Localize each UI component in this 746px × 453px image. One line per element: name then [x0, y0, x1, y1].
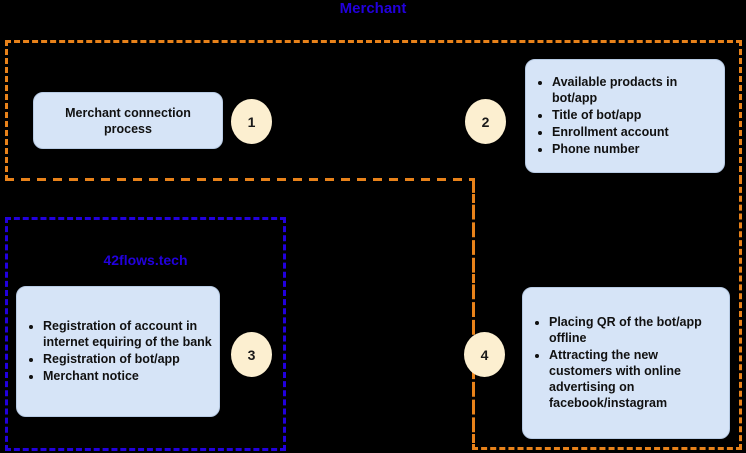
merchant-lane-region-left-edge: [472, 178, 475, 450]
list-item: Merchant notice: [43, 368, 213, 384]
flows-lane-region: [5, 217, 286, 451]
registration-box[interactable]: Registration of account in internet equi…: [16, 286, 220, 417]
box-2-list: Available prodacts in bot/app Title of b…: [526, 74, 724, 158]
list-item: Phone number: [552, 141, 718, 157]
step-number-1[interactable]: 1: [231, 99, 272, 144]
box-3-list: Registration of account in internet equi…: [17, 318, 219, 385]
promotion-box[interactable]: Placing QR of the bot/app offline Attrac…: [522, 287, 730, 439]
step-number-1-label: 1: [247, 113, 256, 130]
step-number-2[interactable]: 2: [465, 99, 506, 144]
merchant-connection-process-box[interactable]: Merchant connection process: [33, 92, 223, 149]
list-item: Attracting the new customers with online…: [549, 347, 723, 411]
step-number-3-label: 3: [247, 346, 256, 363]
list-item: Registration of account in internet equi…: [43, 318, 213, 350]
step-number-4-label: 4: [480, 346, 489, 363]
list-item: Registration of bot/app: [43, 351, 213, 367]
list-item: Available prodacts in bot/app: [552, 74, 718, 106]
flows-lane-title: 42flows.tech: [103, 252, 188, 268]
step-number-3[interactable]: 3: [231, 332, 272, 377]
box-4-list: Placing QR of the bot/app offline Attrac…: [523, 314, 729, 412]
merchant-lane-region-divider: [5, 178, 475, 181]
step-number-4[interactable]: 4: [464, 332, 505, 377]
box-1-text: Merchant connection process: [65, 105, 191, 136]
merchant-data-box[interactable]: Available prodacts in bot/app Title of b…: [525, 59, 725, 173]
list-item: Title of bot/app: [552, 107, 718, 123]
list-item: Placing QR of the bot/app offline: [549, 314, 723, 346]
merchant-lane-region-top: [5, 40, 742, 181]
list-item: Enrollment account: [552, 124, 718, 140]
merchant-lane-title: Merchant: [339, 0, 407, 17]
step-number-2-label: 2: [481, 113, 490, 130]
